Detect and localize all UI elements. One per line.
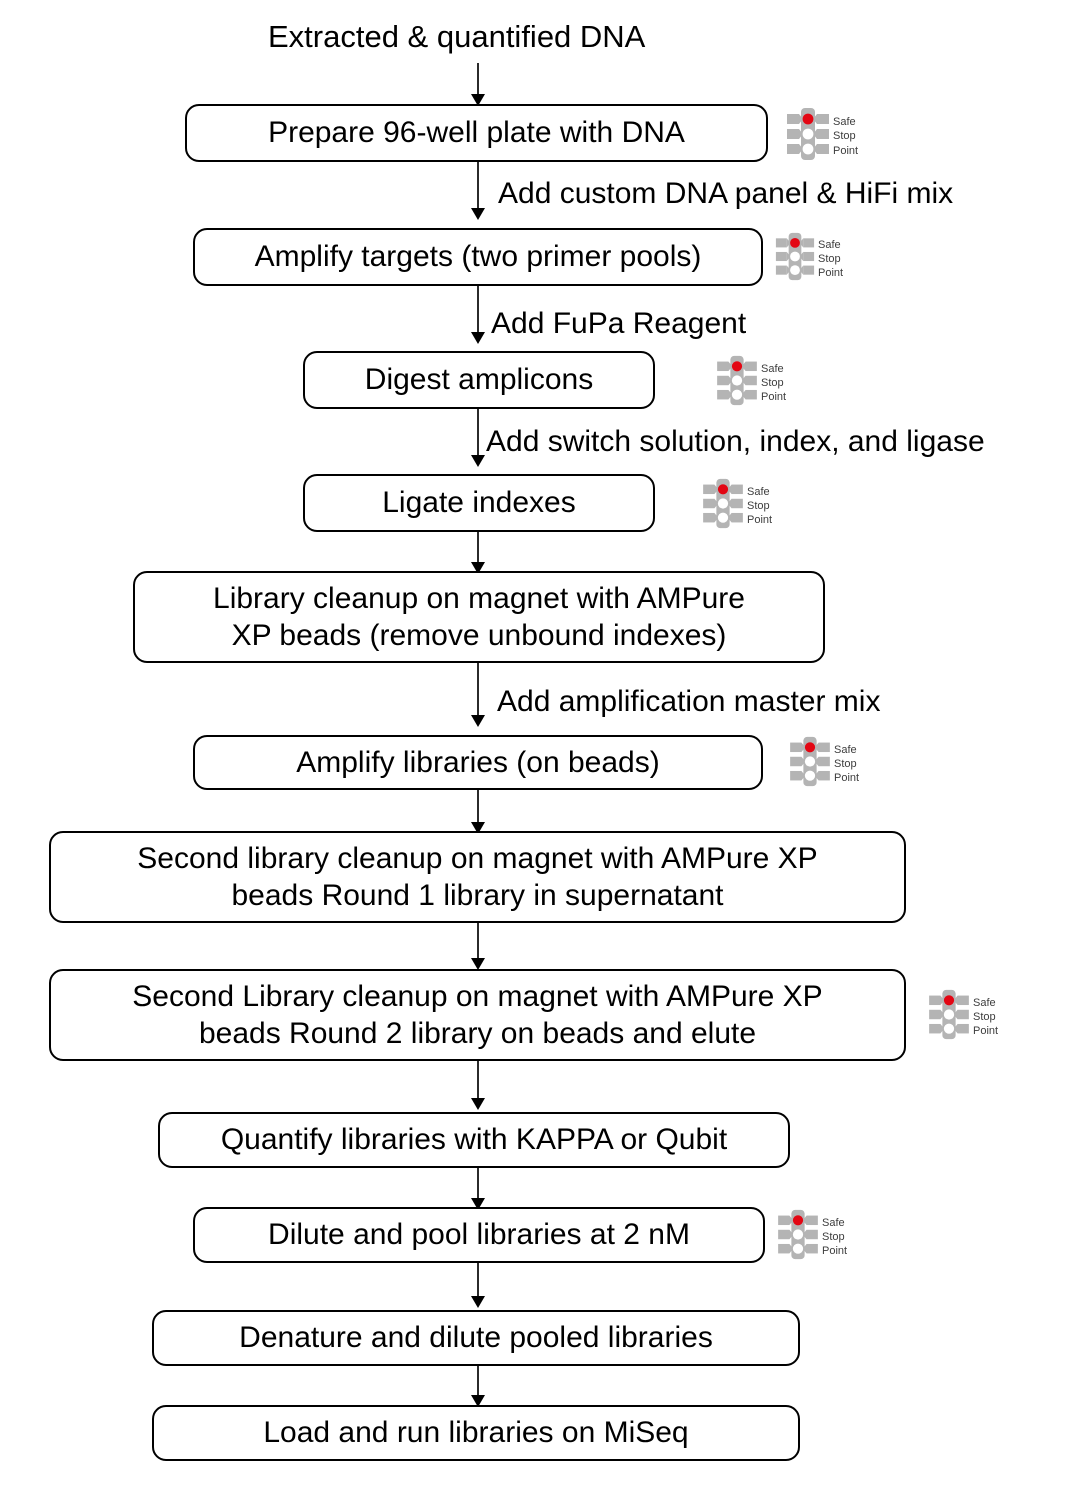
- arrowhead-start-n1: [471, 94, 485, 106]
- node-amplify-targets[interactable]: Amplify targets (two primer pools): [193, 228, 763, 286]
- node-load-run-miseq[interactable]: Load and run libraries on MiSeq: [152, 1405, 800, 1461]
- node-denature-dilute[interactable]: Denature and dilute pooled libraries: [152, 1310, 800, 1366]
- traffic-light-icon: [789, 735, 831, 793]
- connector-n2-n3: [477, 286, 479, 338]
- traffic-light-icon: [786, 106, 830, 167]
- traffic-light-icon: [716, 354, 758, 412]
- traffic-light-icon: [702, 477, 744, 535]
- ssp-line-2: Stop: [833, 130, 856, 143]
- ssp-line-3: Point: [833, 144, 859, 157]
- arrowhead-n10-n11: [471, 1296, 485, 1308]
- ssp-line-3: Point: [761, 391, 787, 404]
- safe-stop-point-label: Safe Stop Point: [973, 996, 998, 1038]
- arrowhead-n1-n2: [471, 208, 485, 220]
- ssp-line-3: Point: [973, 1025, 999, 1038]
- ssp-line-2: Stop: [822, 1230, 845, 1243]
- traffic-light-icon: [928, 988, 970, 1046]
- arrowhead-n7-n8: [471, 958, 485, 970]
- node-label: Denature and dilute pooled libraries: [239, 1321, 713, 1355]
- safe-stop-point-badge-n4: Safe Stop Point: [702, 477, 772, 535]
- connector-n4-n5: [477, 532, 479, 568]
- node-prepare-plate[interactable]: Prepare 96-well plate with DNA: [185, 104, 768, 162]
- traffic-light-icon: [775, 231, 815, 287]
- node-label: Amplify targets (two primer pools): [254, 240, 702, 274]
- node-digest-amplicons[interactable]: Digest amplicons: [303, 351, 655, 409]
- arrowhead-n2-n3: [471, 332, 485, 344]
- arrowhead-n3-n4: [471, 455, 485, 467]
- safe-stop-point-label: Safe Stop Point: [818, 238, 843, 280]
- edge-label-add-amplification-mix: Add amplification master mix: [497, 685, 881, 718]
- connector-n9-n10: [477, 1168, 479, 1204]
- node-label: Ligate indexes: [382, 486, 576, 520]
- safe-stop-point-badge-n3: Safe Stop Point: [716, 354, 786, 412]
- node-second-cleanup-round1[interactable]: Second library cleanup on magnet with AM…: [49, 831, 906, 923]
- ssp-line-1: Safe: [973, 996, 996, 1009]
- ssp-line-2: Stop: [818, 252, 841, 265]
- ssp-line-1: Safe: [834, 743, 857, 756]
- ssp-line-3: Point: [834, 772, 860, 785]
- ssp-line-3: Point: [747, 514, 773, 527]
- edge-label-add-dna-panel: Add custom DNA panel & HiFi mix: [498, 177, 954, 210]
- connector-n3-n4: [477, 409, 479, 461]
- ssp-line-3: Point: [822, 1245, 848, 1258]
- ssp-line-2: Stop: [761, 376, 784, 389]
- connector-n1-n2: [477, 162, 479, 214]
- node-quantify-libraries[interactable]: Quantify libraries with KAPPA or Qubit: [158, 1112, 790, 1168]
- safe-stop-point-badge-n2: Safe Stop Point: [775, 231, 843, 287]
- connector-n7-n8: [477, 923, 479, 964]
- safe-stop-point-label: Safe Stop Point: [761, 362, 786, 404]
- safe-stop-point-badge-n10: Safe Stop Point: [777, 1208, 847, 1266]
- ssp-line-1: Safe: [761, 362, 784, 375]
- node-amplify-libraries[interactable]: Amplify libraries (on beads): [193, 735, 763, 790]
- node-label: Second Library cleanup on magnet with AM…: [132, 979, 823, 1051]
- safe-stop-point-badge-n6: Safe Stop Point: [789, 735, 859, 793]
- ssp-line-2: Stop: [747, 499, 770, 512]
- connector-n6-n7: [477, 790, 479, 828]
- node-label: Dilute and pool libraries at 2 nM: [268, 1218, 690, 1252]
- connector-n11-n12: [477, 1366, 479, 1400]
- node-library-cleanup[interactable]: Library cleanup on magnet with AMPure XP…: [133, 571, 825, 663]
- safe-stop-point-badge-n1: Safe Stop Point: [786, 106, 858, 167]
- ssp-line-1: Safe: [833, 116, 856, 129]
- ssp-line-1: Safe: [747, 485, 770, 498]
- arrowhead-n8-n9: [471, 1098, 485, 1110]
- edge-label-add-fupa: Add FuPa Reagent: [491, 307, 747, 340]
- ssp-line-1: Safe: [818, 238, 841, 251]
- node-label: Digest amplicons: [364, 363, 594, 397]
- safe-stop-point-label: Safe Stop Point: [833, 115, 858, 157]
- safe-stop-point-label: Safe Stop Point: [822, 1216, 847, 1258]
- safe-stop-point-label: Safe Stop Point: [834, 743, 859, 785]
- traffic-light-icon: [777, 1208, 819, 1266]
- start-label: Extracted & quantified DNA: [268, 19, 646, 54]
- arrowhead-n5-n6: [471, 715, 485, 727]
- connector-n10-n11: [477, 1263, 479, 1301]
- ssp-line-2: Stop: [834, 757, 857, 770]
- node-second-cleanup-round2[interactable]: Second Library cleanup on magnet with AM…: [49, 969, 906, 1061]
- edge-label-add-switch-solution: Add switch solution, index, and ligase: [486, 425, 985, 458]
- safe-stop-point-label: Safe Stop Point: [747, 485, 772, 527]
- node-ligate-indexes[interactable]: Ligate indexes: [303, 474, 655, 532]
- connector-n8-n9: [477, 1061, 479, 1104]
- node-label: Quantify libraries with KAPPA or Qubit: [220, 1123, 728, 1157]
- connector-n5-n6: [477, 663, 479, 721]
- connector-start-n1: [477, 63, 479, 99]
- node-label: Load and run libraries on MiSeq: [263, 1416, 689, 1450]
- safe-stop-point-badge-n8: Safe Stop Point: [928, 988, 998, 1046]
- node-label: Prepare 96-well plate with DNA: [268, 116, 685, 150]
- ssp-line-3: Point: [818, 267, 844, 280]
- arrowhead-n11-n12: [471, 1395, 485, 1407]
- ssp-line-2: Stop: [973, 1010, 996, 1023]
- ssp-line-1: Safe: [822, 1216, 845, 1229]
- node-label: Amplify libraries (on beads): [296, 745, 660, 779]
- node-label: Library cleanup on magnet with AMPure XP…: [213, 581, 745, 653]
- node-label: Second library cleanup on magnet with AM…: [137, 841, 818, 913]
- node-dilute-pool-libraries[interactable]: Dilute and pool libraries at 2 nM: [193, 1207, 765, 1263]
